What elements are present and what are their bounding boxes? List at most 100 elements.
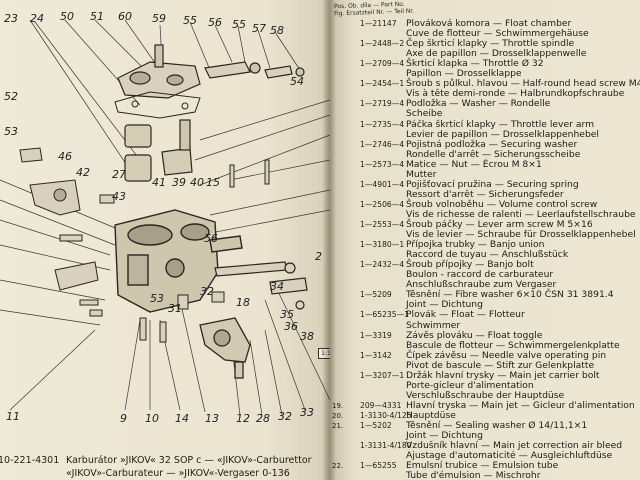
row-part-number: 1—5202 [360,421,392,430]
row-description: Hauptdüse [406,409,456,421]
row-description: Mutter [406,168,437,180]
row-part-number: 1-3130-4/125 [360,410,412,420]
callout-35: 35 [280,308,294,321]
callout-11: 11 [6,410,20,423]
table-row: Scheibe [330,108,640,121]
callout-2: 2 [315,250,322,263]
row-part-number: 209—4331 [360,400,402,410]
row-part-number: 1—3180—1 [360,240,405,250]
row-description: Axe de papillon — Drosselklappenwelle [406,48,587,60]
row-description: Vzdušník hlavní — Main jet correction ai… [406,440,623,452]
table-row: Levier de papillon — Drosselklappenhebel [330,129,640,142]
callout-14: 14 [175,412,189,425]
table-row: Tube d'émulsion — Mischrohr [330,470,640,480]
callout-36: 36 [284,320,298,333]
callout-40: 40 [190,176,204,189]
row-description: Emulsní trubice — Emulsion tube [406,460,559,472]
row-description: Podložka — Washer — Rondelle [406,98,551,110]
callout-18: 18 [236,296,250,309]
row-description: Joint — Dichtung [406,430,483,442]
row-description: Pojistná podložka — Securing washer [406,138,578,150]
callout-56b: 56 [204,232,218,245]
row-part-number: 1—3207—1 [360,370,405,380]
table-row: Raccord de tuyau — Anschlußstück [330,249,640,262]
callout-46: 46 [58,150,72,163]
callout-32b: 32 [278,410,292,423]
callout-59: 59 [152,12,166,25]
banjo-union [199,317,251,379]
row-description: Rondelle d'arrêt — Sicherungsscheibe [406,148,581,160]
table-row: Papillon — Drosselklappe [330,68,640,81]
row-description: Těsnění — Fibre washer 6×10 ČSN 31 3891.… [406,289,614,301]
row-position: 20. [332,411,344,420]
row-part-number: 1—2573—4 [360,159,405,169]
row-description: Páčka škrticí klapky — Throttle lever ar… [406,118,595,130]
table-row: Joint — Dichtung [330,299,640,312]
table-row: Schwimmer [330,320,640,333]
table-row: Cuve de flotteur — Schwimmergehäuse [330,28,640,41]
callout-9: 9 [120,412,127,425]
callout-13: 13 [205,412,219,425]
row-description: Plovák — Float — Flotteur [406,309,525,321]
row-part-number: 1—2448—2 [360,39,405,49]
row-description: Verschlußschraube der Hauptdüse [406,389,565,401]
row-description: Hlavní tryska — Main jet — Gicleur d'ali… [406,399,635,411]
callout-31: 31 [168,302,182,315]
table-row: Pivot de bascule — Stift zur Gelenkplatt… [330,360,640,373]
float-chamber-cover [117,44,305,99]
callout-60: 60 [118,10,132,23]
small-parts-left [19,147,115,306]
row-description: Šroub volnoběhu — Volume control screw [406,198,598,210]
row-part-number: 1—4901—4 [360,179,405,189]
table-row: Vis à tête demi-ronde — Halbrundkopfschr… [330,88,640,101]
callout-58: 58 [270,24,284,37]
row-description: Držák hlavní trysky — Main jet carrier b… [406,369,600,381]
row-description: Vis à tête demi-ronde — Halbrundkopfschr… [406,88,625,100]
row-description: Vis de richesse de ralenti — Leerlaufste… [406,208,636,220]
callout-51: 51 [90,10,104,23]
row-part-number: 1—2432—4 [360,260,405,270]
row-description: Scheibe [406,108,443,120]
table-row: Axe de papillon — Drosselklappenwelle [330,48,640,61]
row-description: Ressort d'arrêt — Sicherungsfeder [406,188,564,200]
callout-43: 43 [112,190,126,203]
row-description: Závěs plováku — Float toggle [406,329,543,341]
row-description: Tube d'émulsion — Mischrohr [406,470,541,480]
callout-56a: 56 [208,16,222,29]
gasket [114,91,201,119]
row-description: Cuve de flotteur — Schwimmergehäuse [406,28,589,40]
table-row: Verschlußschraube der Hauptdüse [330,390,640,403]
row-description: Papillon — Drosselklappe [406,68,522,80]
table-row: Ajustage d'automaticité — Ausgleichluftd… [330,450,640,463]
callout-38: 38 [300,330,314,343]
callout-50: 50 [60,10,74,23]
row-part-number: 1—65255 [360,461,397,471]
row-description: Levier de papillon — Drosselklappenhebel [406,128,599,140]
table-row: Porte-gicleur d'alimentation [330,380,640,393]
table-row: Mutter [330,169,640,182]
callout-numbers: 23 24 50 51 60 59 55 56 55 57 58 52 53 5… [4,10,322,425]
row-description: Přípojka trubky — Banjo union [406,239,545,251]
row-description: Matice — Nut — Écrou M 8×1 [406,158,542,170]
carburettor-body [114,209,243,313]
row-part-number: 1—2454—1 [360,79,405,89]
callout-33: 33 [300,406,314,419]
row-description: Porte-gicleur d'alimentation [406,379,534,391]
callout-27: 27 [112,168,126,181]
callout-57: 57 [252,22,266,35]
throttle-linkage [214,261,308,310]
callout-54: 54 [290,75,304,88]
